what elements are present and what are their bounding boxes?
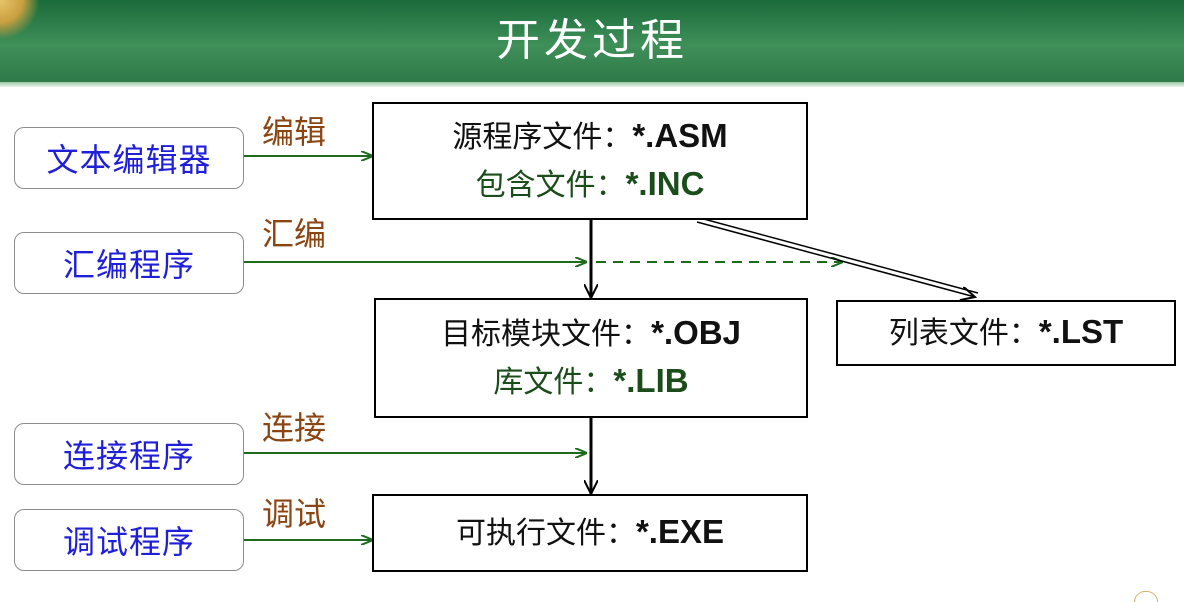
include-file-line: 包含文件：*.INC [476,161,705,209]
object-file-line: 目标模块文件：*.OBJ [441,310,741,358]
file-box-object: 目标模块文件：*.OBJ 库文件：*.LIB [374,298,808,418]
file-box-source: 源程序文件：*.ASM 包含文件：*.INC [372,102,808,220]
source-file-line: 源程序文件：*.ASM [452,113,727,161]
page-title: 开发过程 [496,15,688,66]
label-assemble: 汇编 [262,215,327,253]
corner-ornament-icon [0,0,40,40]
arrow-source-to-listing-b [696,221,975,297]
tool-box-linker: 连接程序 [14,423,244,485]
object-file-label: 目标模块文件： [441,317,652,352]
library-file-line: 库文件：*.LIB [493,358,688,406]
executable-file-label: 可执行文件： [455,516,636,551]
listing-file-ext: *.LST [1038,313,1124,350]
header-underline [0,82,1184,87]
object-file-ext: *.OBJ [651,314,741,351]
listing-file-label: 列表文件： [888,316,1039,351]
file-box-executable: 可执行文件：*.EXE [372,494,808,572]
file-box-listing: 列表文件：*.LST [836,300,1176,366]
label-link: 连接 [262,409,327,447]
library-file-ext: *.LIB [613,362,689,399]
arrow-source-to-listing-a [699,217,979,294]
source-file-ext: *.ASM [632,117,728,154]
label-debug: 调试 [262,495,327,533]
tool-box-assembler: 汇编程序 [14,232,244,294]
tool-box-debugger: 调试程序 [14,509,244,571]
tool-box-text-editor: 文本编辑器 [14,127,244,189]
include-file-label: 包含文件： [475,168,626,203]
header-bar [0,0,1184,82]
listing-file-line: 列表文件：*.LST [889,309,1123,357]
library-file-label: 库文件： [493,365,614,400]
executable-file-ext: *.EXE [635,513,725,550]
executable-file-line: 可执行文件：*.EXE [456,509,724,557]
include-file-ext: *.INC [625,165,705,202]
label-edit: 编辑 [262,113,327,151]
source-file-label: 源程序文件： [452,120,633,155]
